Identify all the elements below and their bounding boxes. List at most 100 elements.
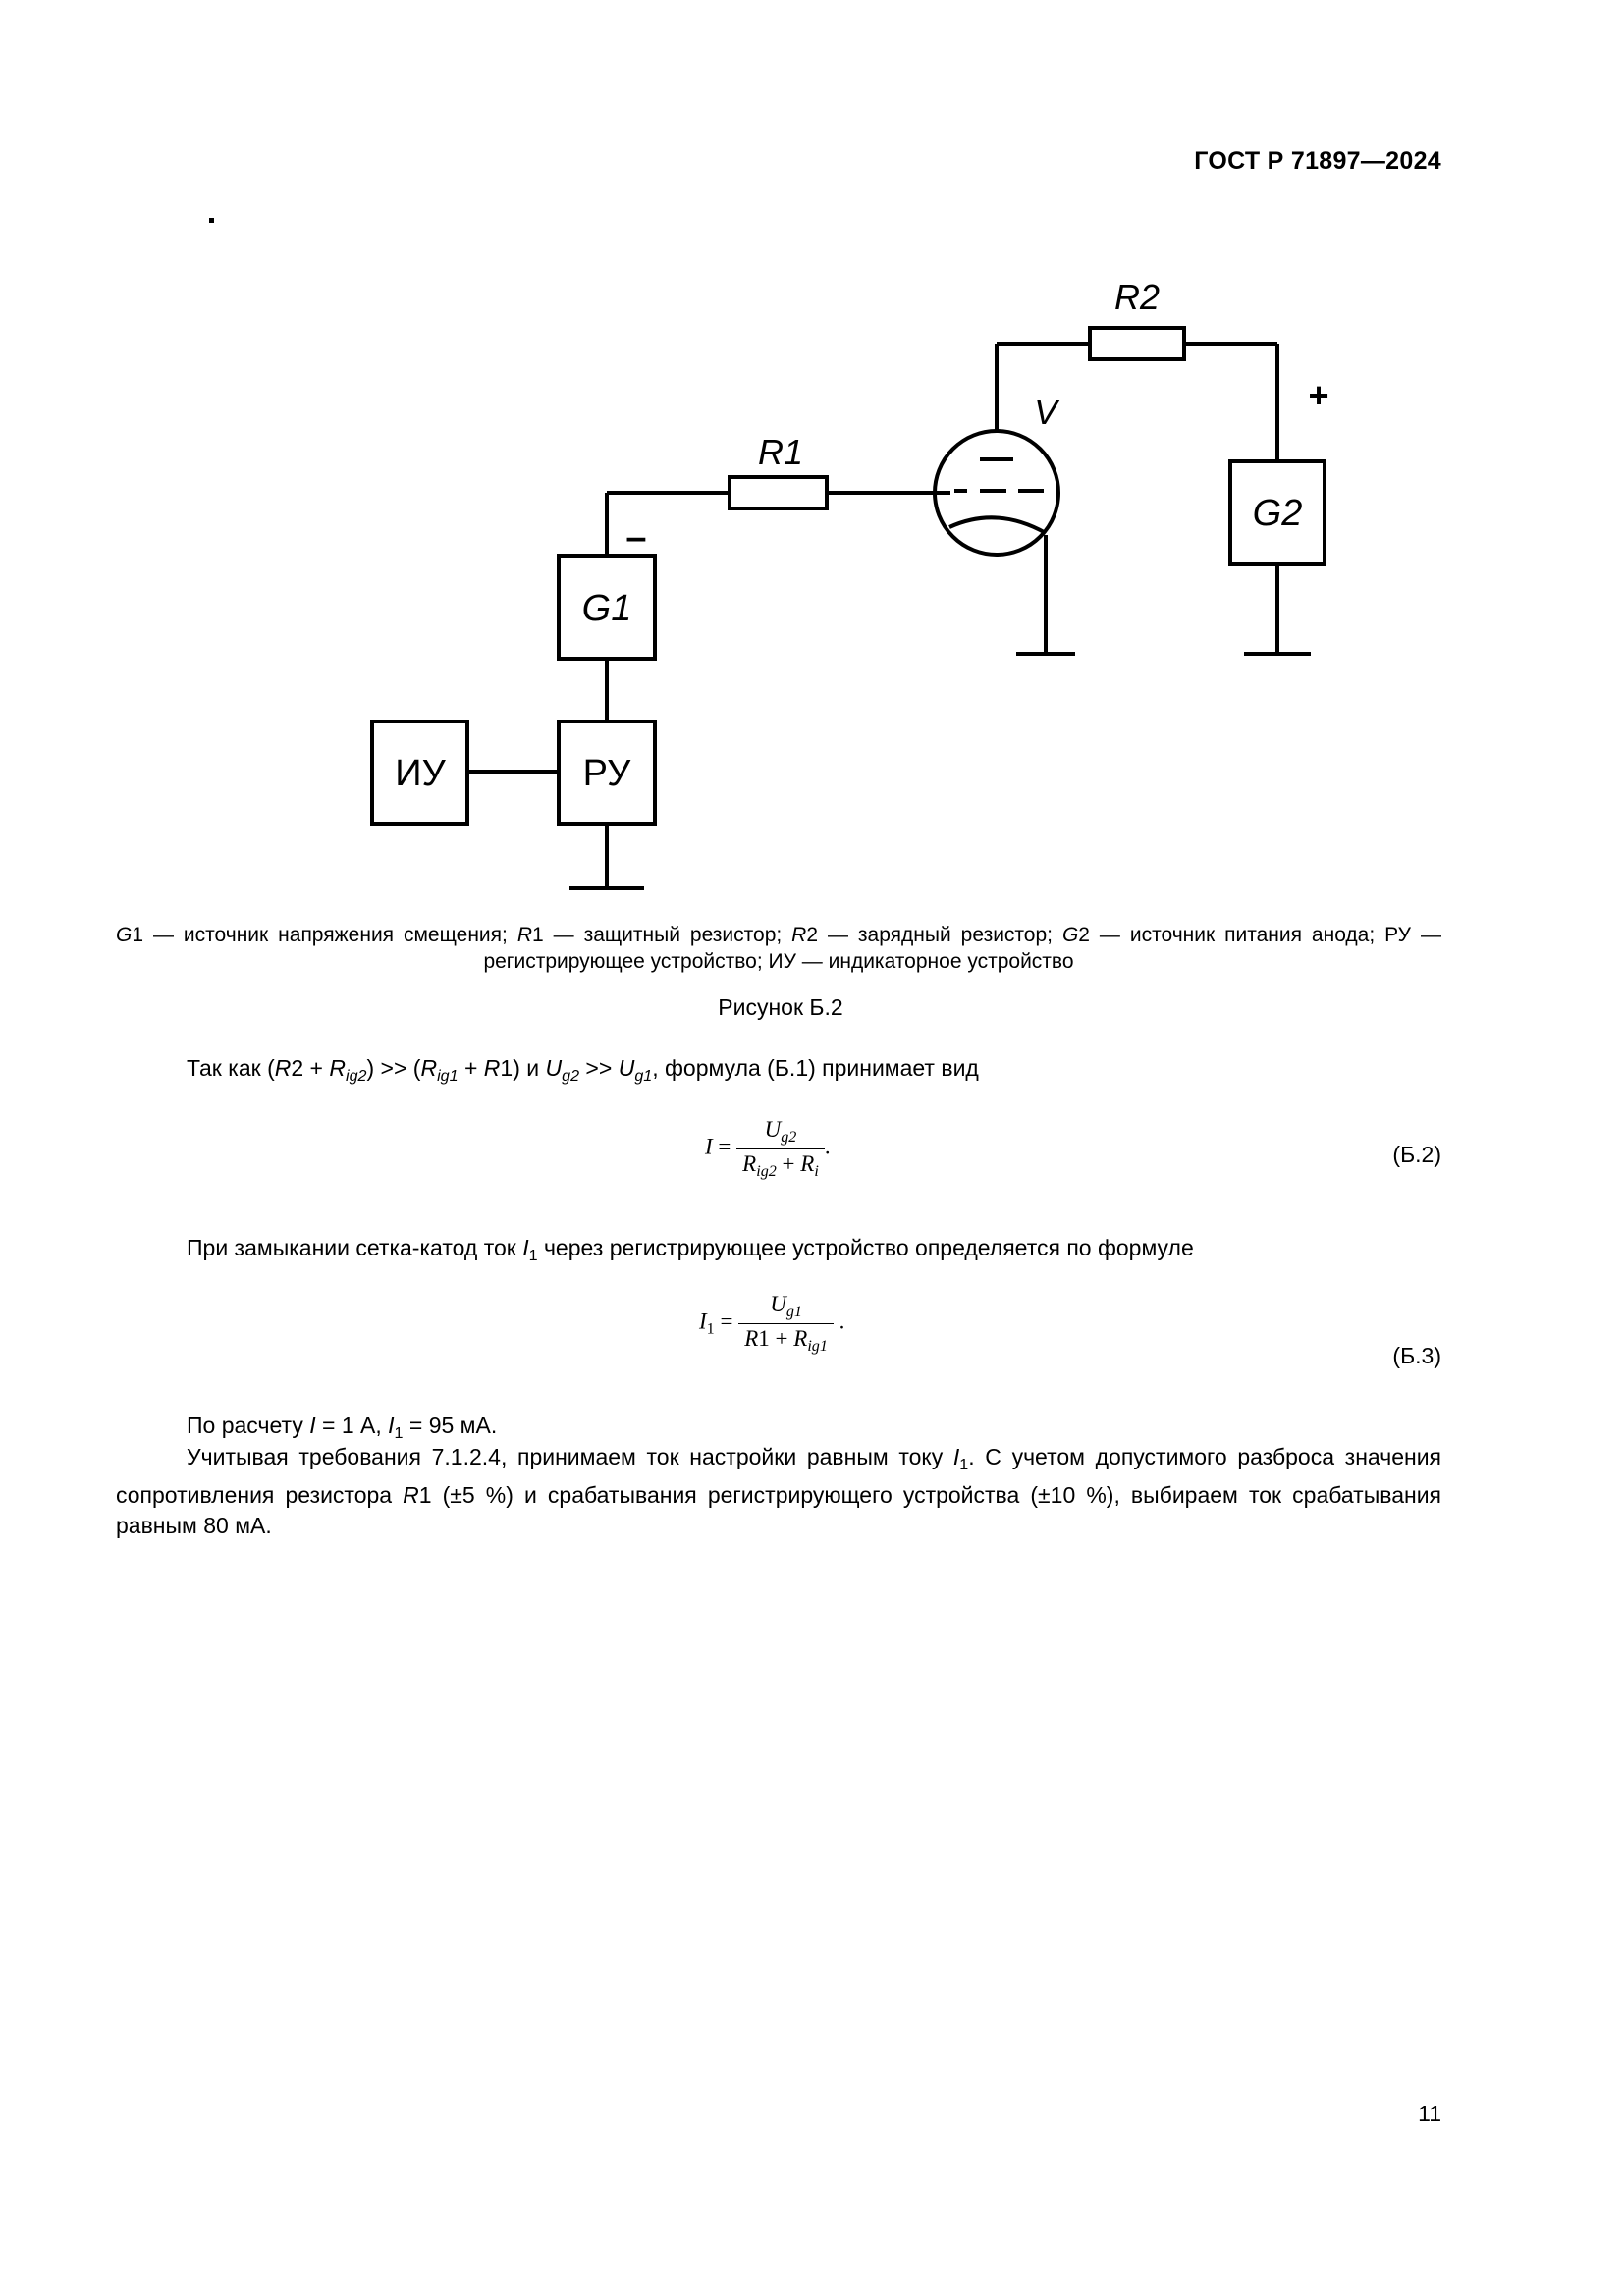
equals-sign: = — [714, 1308, 739, 1334]
text: 2 + — [291, 1055, 330, 1081]
text: , формула (Б.1) принимает вид — [652, 1055, 979, 1081]
subscript: ig1 — [437, 1066, 459, 1085]
legend-line-2: РУ — регистрирующее устройство; ИУ — инд… — [483, 924, 1441, 973]
circuit-diagram: R2 R1 V + – G1 G2 РУ ИУ — [370, 277, 1329, 890]
vacuum-tube-envelope — [933, 429, 1060, 557]
var-r: R — [420, 1055, 438, 1081]
equation-number: (Б.2) — [1392, 1142, 1441, 1167]
label-g1: G1 — [582, 588, 632, 629]
formula-tail: . — [824, 1134, 831, 1159]
text: 1 (±5 %) и срабатывания регистрирующего … — [116, 1481, 1441, 1538]
subscript: ig1 — [807, 1337, 828, 1355]
var-i: I — [388, 1413, 395, 1438]
formula-lhs: I — [705, 1134, 713, 1159]
document-header: ГОСТ Р 71897—2024 — [1194, 147, 1441, 175]
label-minus: – — [625, 517, 646, 559]
var-r: R — [403, 1481, 419, 1508]
text: = 1 А, — [315, 1413, 389, 1438]
paragraph-conclusion: Учитывая требования 7.1.2.4, принимаем т… — [116, 1442, 1441, 1541]
plus-sign: + — [776, 1150, 801, 1176]
numerator: Ug2 — [736, 1117, 825, 1149]
text: + — [458, 1055, 484, 1081]
var-r: R — [329, 1055, 346, 1081]
text: через регистрирующее устройство определя… — [537, 1235, 1194, 1260]
label-v: V — [1034, 392, 1060, 432]
label-r1: R1 — [758, 432, 803, 472]
var-i: I — [952, 1444, 960, 1469]
text: . С учетом допустимого разброса значения… — [116, 1444, 1441, 1508]
legend-r2-text: — зарядный резистор; — [818, 924, 1062, 946]
block-g1 — [557, 554, 657, 661]
subscript: ig2 — [346, 1066, 367, 1085]
legend-g2-symbol: G — [1061, 924, 1079, 946]
stray-dot — [209, 218, 214, 223]
text: 1 + — [758, 1325, 794, 1351]
var-r: R — [483, 1055, 501, 1081]
resistor-r2 — [1088, 326, 1186, 361]
var-u: U — [545, 1055, 563, 1081]
subscript: 1 — [394, 1423, 404, 1442]
paragraph-calculation: По расчету I = 1 А, I1 = 95 мА. — [187, 1411, 497, 1449]
text: Учитывая требования 7.1.2.4, принимаем т… — [187, 1444, 953, 1469]
subscript: ig2 — [756, 1162, 777, 1180]
subscript: g1 — [785, 1303, 802, 1320]
legend-r1-symbol: R — [516, 924, 532, 946]
paragraph-short-circuit: При замыкании сетка-катод ток I1 через р… — [187, 1233, 1194, 1271]
text: >> — [579, 1055, 619, 1081]
block-iu — [370, 720, 469, 826]
legend-g2-text: — источник питания анода; — [1089, 924, 1385, 946]
denominator: R1 + Rig1 — [738, 1324, 834, 1356]
subscript: 1 — [959, 1455, 969, 1473]
label-iu: ИУ — [395, 753, 446, 794]
text: При замыкании сетка-катод ток — [187, 1235, 523, 1260]
text: ) >> ( — [366, 1055, 421, 1081]
text: По расчету — [187, 1413, 310, 1438]
label-ru: РУ — [583, 753, 632, 794]
var-r: R — [274, 1055, 292, 1081]
formula-lhs: I — [699, 1308, 707, 1334]
equals-sign: = — [712, 1134, 737, 1159]
var-r: R — [800, 1150, 815, 1176]
block-g2 — [1228, 459, 1326, 566]
legend-g1-symbol: G — [116, 924, 133, 946]
figure-title: Рисунок Б.2 — [718, 994, 843, 1020]
subscript: g2 — [781, 1128, 797, 1146]
legend-r2-symbol: R — [791, 924, 807, 946]
label-plus: + — [1308, 375, 1328, 415]
legend-g1-text: — источник напряжения смещения; — [143, 924, 517, 946]
subscript: i — [814, 1162, 819, 1180]
subscript: 1 — [706, 1320, 715, 1338]
legend-g1-number: 1 — [132, 924, 144, 946]
var-r: R — [742, 1150, 757, 1176]
legend-r2-number: 2 — [806, 924, 819, 946]
var-r: R — [793, 1325, 808, 1351]
text: Так как ( — [187, 1055, 275, 1081]
legend-g2-number: 2 — [1078, 924, 1090, 946]
var-i: I — [309, 1413, 316, 1438]
var-i: I — [522, 1235, 529, 1260]
legend-r1-number: 1 — [532, 924, 544, 946]
var-u: U — [618, 1055, 635, 1081]
subscript: 1 — [528, 1246, 538, 1264]
numerator: Ug1 — [738, 1292, 834, 1324]
block-ru — [557, 720, 657, 826]
tube-cathode-arc — [948, 515, 1047, 535]
var-r: R — [744, 1325, 759, 1351]
text: = 95 мА. — [403, 1413, 498, 1438]
text: 1) и — [500, 1055, 546, 1081]
label-g2: G2 — [1253, 493, 1303, 534]
subscript: g1 — [634, 1066, 653, 1085]
denominator: Rig2 + Ri — [736, 1149, 825, 1181]
figure-legend: G1 — источник напряжения смещения; R1 — … — [116, 922, 1441, 975]
paragraph-condition: Так как (R2 + Rig2) >> (Rig1 + R1) и Ug2… — [187, 1053, 979, 1092]
subscript: g2 — [562, 1066, 580, 1085]
legend-r1-text: — защитный резистор; — [543, 924, 792, 946]
resistor-r1 — [728, 475, 829, 510]
label-r2: R2 — [1114, 277, 1160, 317]
equation-number: (Б.3) — [1392, 1343, 1441, 1368]
formula-tail: . — [833, 1308, 845, 1334]
